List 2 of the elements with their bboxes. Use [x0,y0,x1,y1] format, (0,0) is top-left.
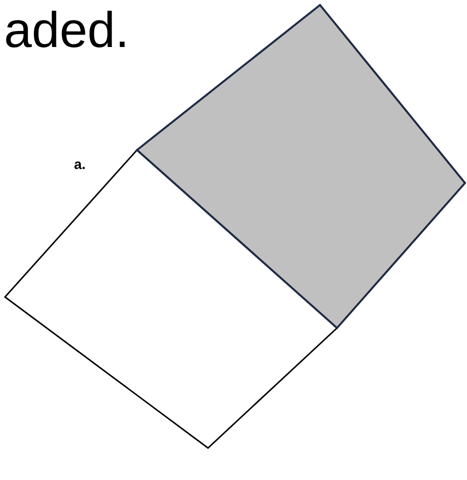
part-label: a. [74,156,86,172]
heading-text: aded. [4,1,130,60]
